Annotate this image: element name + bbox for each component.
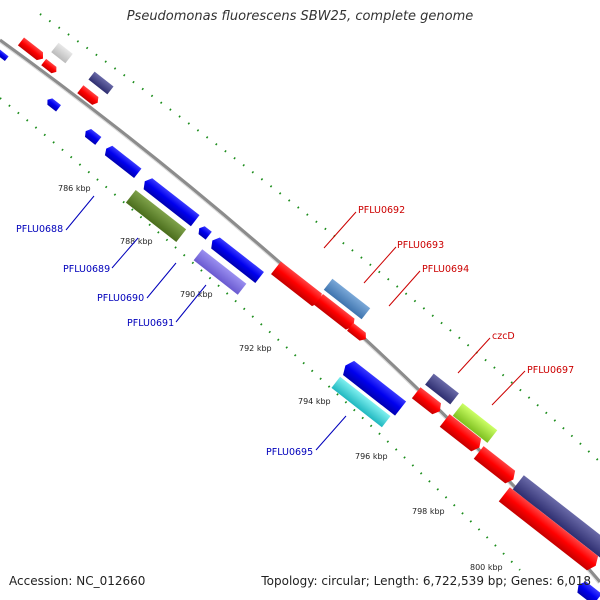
- gene-feature[interactable]: [45, 97, 61, 112]
- gene-label-pflu0693[interactable]: PFLU0693: [397, 240, 444, 251]
- tick-label: 788 kbp: [120, 237, 153, 246]
- gene-feature[interactable]: [425, 373, 459, 405]
- gene-feature[interactable]: [323, 278, 371, 320]
- gene-label-pflu0692[interactable]: PFLU0692: [358, 205, 405, 216]
- tick-label: 794 kbp: [298, 397, 331, 406]
- leader-line: [491, 370, 526, 406]
- gene-feature[interactable]: [439, 414, 485, 454]
- gene-label-pflu0697[interactable]: PFLU0697: [527, 365, 574, 376]
- gene-feature[interactable]: [411, 387, 444, 417]
- leader-line: [457, 337, 491, 374]
- gene-feature[interactable]: [347, 322, 369, 343]
- gene-feature[interactable]: [125, 189, 187, 243]
- gene-feature[interactable]: [51, 42, 73, 64]
- leader-line: [388, 270, 421, 307]
- gene-feature[interactable]: [452, 403, 498, 443]
- gene-feature[interactable]: [340, 358, 407, 416]
- tick-label: 796 kbp: [355, 452, 388, 461]
- gene-label-pflu0695[interactable]: PFLU0695: [266, 447, 313, 458]
- gene-label-pflu0690[interactable]: PFLU0690: [97, 293, 144, 304]
- gene-feature[interactable]: [473, 446, 519, 486]
- map-title: Pseudomonas fluorescens SBW25, complete …: [126, 9, 474, 24]
- gene-feature[interactable]: [83, 127, 102, 145]
- gene-feature[interactable]: [193, 249, 247, 295]
- gene-feature[interactable]: [208, 235, 264, 283]
- leader-line: [315, 415, 347, 451]
- tick-track-inner: [0, 97, 521, 571]
- gene-feature[interactable]: [88, 71, 114, 95]
- gene-feature[interactable]: [17, 37, 46, 62]
- gene-feature[interactable]: [574, 579, 600, 600]
- tick-label: 790 kbp: [180, 290, 213, 299]
- gene-name-labels: PFLU0688 PFLU0689 PFLU0690 PFLU0691 PFLU…: [16, 205, 574, 458]
- gene-feature[interactable]: [331, 376, 391, 428]
- gene-feature[interactable]: [140, 176, 200, 227]
- leader-line: [175, 284, 207, 323]
- gene-feature[interactable]: [271, 261, 325, 308]
- leader-line: [363, 246, 397, 284]
- gene-label-czcd[interactable]: czcD: [492, 331, 515, 342]
- gene-feature[interactable]: [103, 144, 142, 179]
- genome-summary-label: Topology: circular; Length: 6,722,539 bp…: [261, 574, 591, 588]
- gene-label-pflu0688[interactable]: PFLU0688: [16, 224, 63, 235]
- accession-label: Accession: NC_012660: [9, 574, 146, 588]
- gene-feature[interactable]: [498, 487, 600, 573]
- leader-line: [146, 262, 177, 299]
- tick-label: 786 kbp: [58, 184, 91, 193]
- gene-feature[interactable]: [314, 293, 357, 332]
- label-leaders: [65, 195, 526, 451]
- gene-feature[interactable]: [77, 85, 100, 106]
- tick-label: 798 kbp: [412, 507, 445, 516]
- gene-label-pflu0694[interactable]: PFLU0694: [422, 264, 469, 275]
- tick-label: 792 kbp: [239, 344, 272, 353]
- leader-line: [65, 195, 95, 231]
- gene-feature[interactable]: [512, 475, 600, 561]
- leader-line: [111, 237, 139, 269]
- gene-label-pflu0689[interactable]: PFLU0689: [63, 264, 110, 275]
- gene-feature[interactable]: [0, 48, 9, 62]
- leader-line: [323, 211, 357, 249]
- gene-features: [0, 37, 600, 600]
- tick-labels: 786 kbp 788 kbp 790 kbp 792 kbp 794 kbp …: [58, 184, 503, 572]
- gene-feature[interactable]: [41, 58, 59, 75]
- gene-label-pflu0691[interactable]: PFLU0691: [127, 318, 174, 329]
- gene-feature[interactable]: [196, 224, 212, 240]
- tick-label: 800 kbp: [470, 563, 503, 572]
